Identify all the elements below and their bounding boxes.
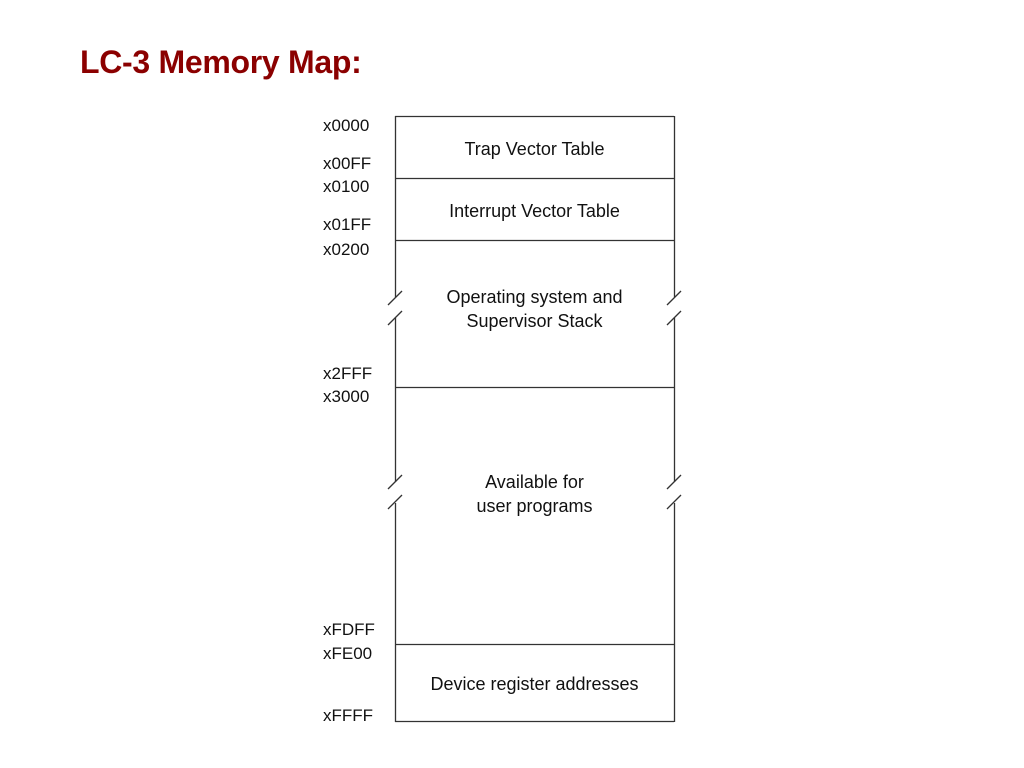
break-mark-right-upper (666, 474, 682, 490)
break-mark-right-lower (666, 494, 682, 510)
region-label-line: Operating system and (446, 287, 623, 307)
region-label-trap-vector-table: Trap Vector Table (395, 137, 674, 161)
region-label-line: user programs (476, 496, 593, 516)
region-label-device-registers: Device register addresses (395, 672, 674, 696)
region-label-user-programs: Available for user programs (395, 470, 674, 518)
address-label: x01FF (323, 215, 372, 234)
address-label: x0100 (323, 177, 370, 196)
region-label-interrupt-vector-table: Interrupt Vector Table (395, 199, 674, 223)
break-mark-left-lower (387, 494, 403, 510)
address-label: xFDFF (323, 620, 375, 639)
address-label: x00FF (323, 154, 372, 173)
address-label: x0200 (323, 240, 370, 259)
address-label: x0000 (323, 116, 370, 135)
region-label-operating-system: Operating system and Supervisor Stack (395, 285, 674, 333)
region-label-line: Interrupt Vector Table (449, 201, 620, 221)
address-label: xFFFF (323, 706, 374, 725)
break-mark-left-lower (387, 310, 403, 326)
break-mark-left-upper (387, 474, 403, 490)
region-label-line: Device register addresses (430, 674, 639, 694)
region-label-line: Available for (485, 472, 584, 492)
page-title: LC-3 Memory Map: (80, 44, 362, 80)
region-label-line: Trap Vector Table (464, 139, 605, 159)
address-label: xFE00 (323, 644, 373, 663)
address-label: x2FFF (323, 364, 373, 383)
break-mark-right-lower (666, 310, 682, 326)
break-mark-left-upper (387, 290, 403, 306)
break-mark-right-upper (666, 290, 682, 306)
region-label-line: Supervisor Stack (466, 311, 603, 331)
address-label: x3000 (323, 387, 370, 406)
